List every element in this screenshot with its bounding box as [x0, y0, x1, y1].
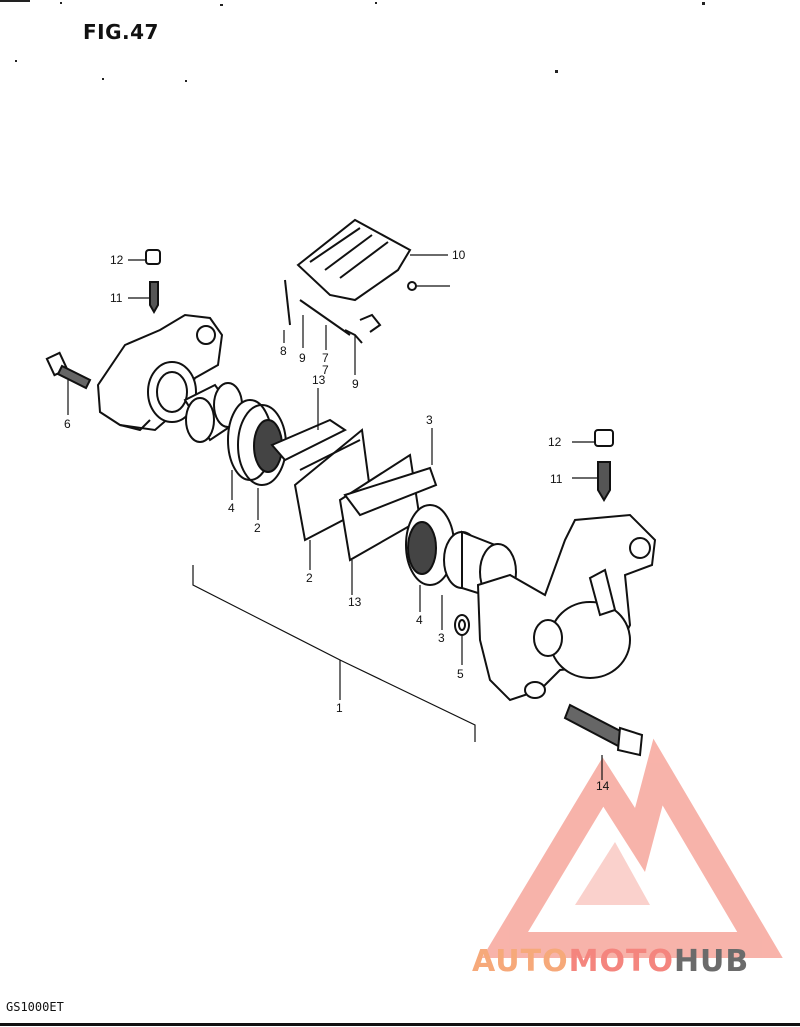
bolt-6-icon — [45, 351, 92, 390]
right-caliper-half — [476, 513, 657, 702]
callout-9: 9 — [299, 351, 306, 365]
callout-leaders — [67, 254, 603, 780]
callout-4: 4 — [416, 613, 423, 627]
callout-13: 13 — [312, 373, 326, 387]
brand-hub: HUB — [673, 944, 750, 979]
callout-2: 2 — [254, 521, 261, 535]
callout-11: 11 — [550, 472, 563, 486]
callout-5: 5 — [457, 667, 464, 681]
figure-title: FIG.47 — [83, 20, 159, 44]
callout-7: 7 — [322, 351, 329, 365]
bleeder-right-icon — [594, 429, 614, 502]
callout-10: 10 — [452, 248, 466, 262]
bleeder-left-icon — [145, 249, 161, 315]
callout-3: 3 — [438, 631, 445, 645]
bolt-14-icon — [563, 703, 644, 757]
callout-1: 1 — [336, 701, 343, 715]
callout-13: 13 — [348, 595, 362, 609]
callout-12: 12 — [110, 253, 124, 267]
model-code: GS1000ET — [6, 1000, 64, 1014]
pad-spring-10-icon — [296, 218, 412, 302]
scan-noise — [0, 0, 705, 82]
callout-2: 2 — [306, 571, 313, 585]
callout-14: 14 — [596, 779, 610, 793]
left-caliper-half — [96, 313, 224, 432]
seal-right — [405, 504, 455, 586]
callout-9: 9 — [352, 377, 359, 391]
watermark-logo-icon — [482, 738, 783, 958]
callout-7: 7 — [322, 363, 329, 377]
pad-right — [338, 453, 438, 562]
callout-12: 12 — [548, 435, 562, 449]
brand-auto: AUTO — [472, 944, 569, 979]
watermark-brand: AUTOMOTOHUB — [472, 944, 749, 979]
callout-11: 11 — [110, 291, 123, 305]
seal-left — [227, 399, 287, 486]
brand-moto: MOTO — [568, 944, 674, 979]
callout-4: 4 — [228, 501, 235, 515]
bottom-border — [0, 1023, 800, 1026]
callout-6: 6 — [64, 417, 71, 431]
callout-8: 8 — [280, 344, 287, 358]
callout-3: 3 — [426, 413, 433, 427]
washer-5-icon — [454, 614, 470, 636]
